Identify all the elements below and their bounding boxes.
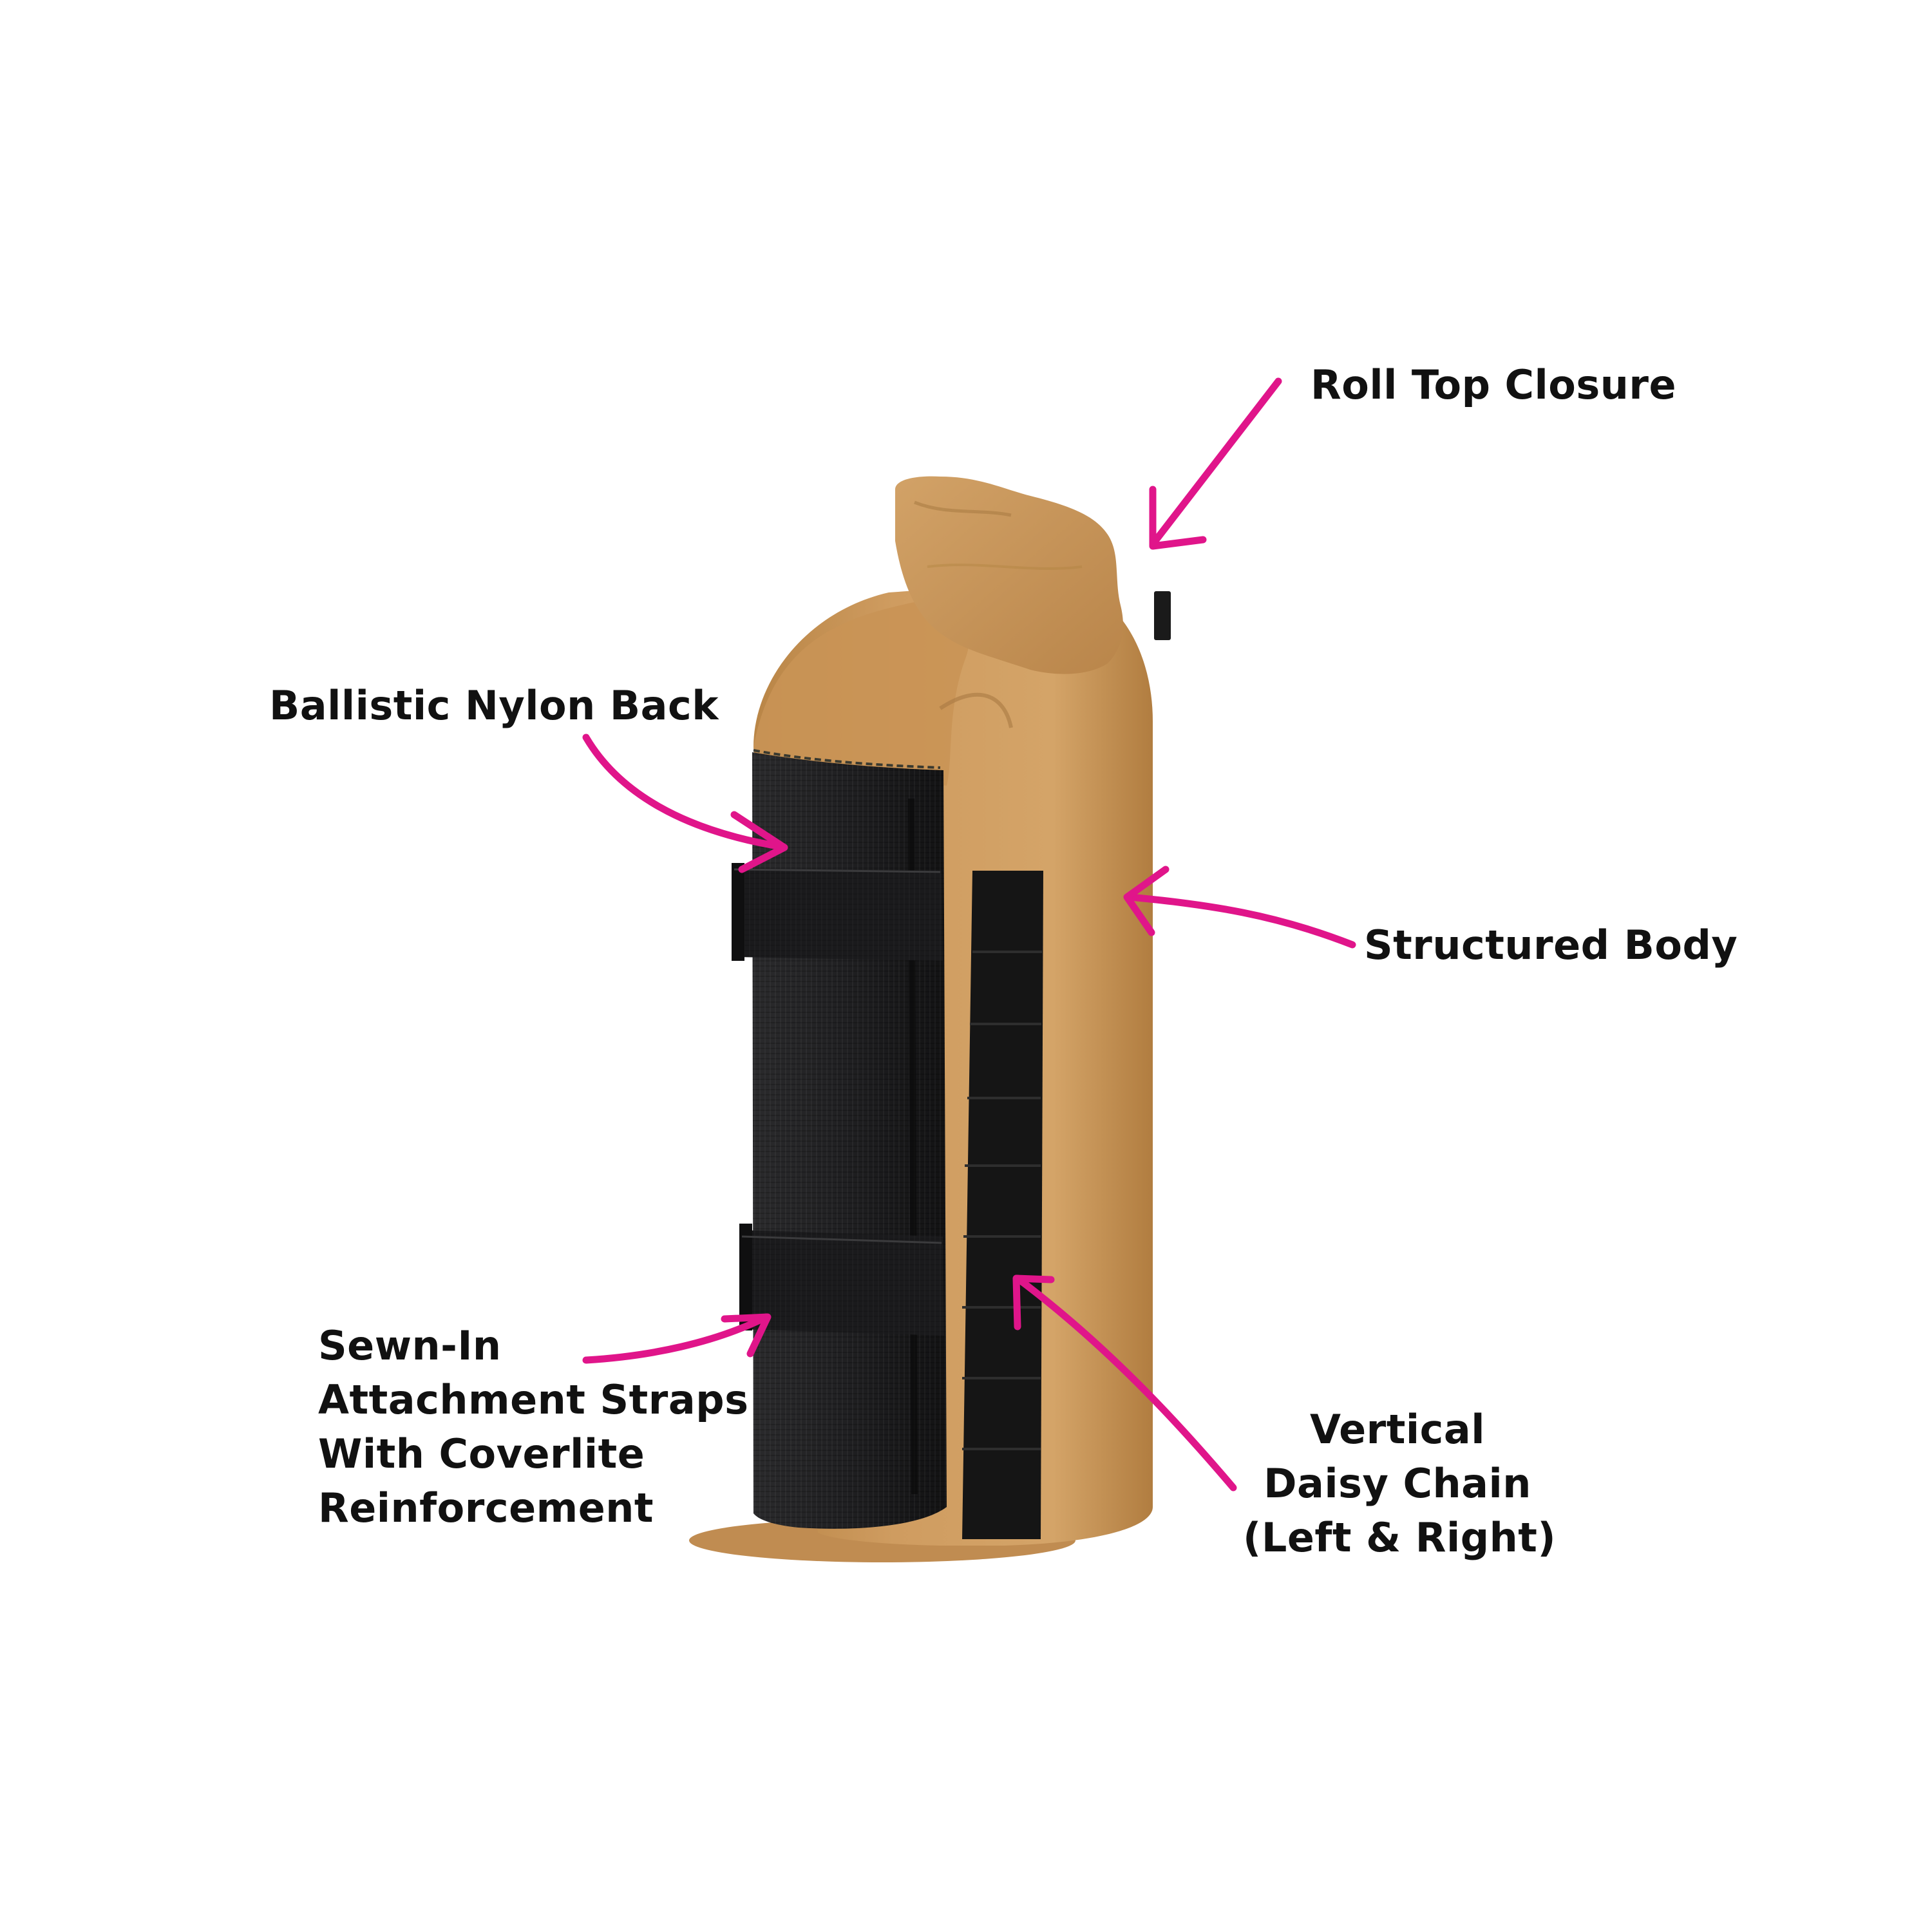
callout-structured-body: Structured Body [1364, 918, 1738, 972]
callout-daisy-chain-line-3: (Left & Right) [1243, 1514, 1557, 1561]
callout-ballistic-back: Ballistic Nylon Back [269, 679, 719, 733]
callout-ballistic-back-text: Ballistic Nylon Back [269, 682, 719, 729]
roll-top [895, 476, 1171, 674]
roll-top-arrow-icon [1149, 377, 1282, 550]
callout-daisy-chain: Vertical Daisy Chain (Left & Right) [1243, 1403, 1557, 1565]
callout-straps-line-1: Sewn-In [318, 1322, 502, 1369]
ballistic-back-arrow-icon [582, 734, 788, 873]
structured-body-arrow-icon [1123, 866, 1356, 949]
callout-structured-body-text: Structured Body [1364, 922, 1738, 969]
ballistic-back-panel [752, 752, 947, 1529]
lower-attachment-strap [739, 1224, 944, 1336]
straps-arrow-icon [582, 1313, 772, 1364]
daisy-chain [962, 871, 1043, 1539]
callout-straps: Sewn-In Attachment Straps With Coverlite… [318, 1319, 749, 1535]
callout-roll-top-text: Roll Top Closure [1311, 361, 1677, 408]
upper-attachment-strap [732, 863, 943, 961]
seam-line [753, 749, 941, 769]
callout-roll-top: Roll Top Closure [1311, 358, 1676, 412]
callout-daisy-chain-line-2: Daisy Chain [1264, 1460, 1531, 1507]
roll-top-tab [1154, 591, 1171, 640]
daisy-chain-arrow-icon [1012, 1274, 1237, 1492]
callout-daisy-chain-line-1: Vertical [1310, 1406, 1485, 1453]
callout-straps-line-4: Reinforcement [318, 1484, 654, 1531]
callout-straps-line-3: With Coverlite [318, 1430, 645, 1477]
callout-straps-line-2: Attachment Straps [318, 1376, 749, 1423]
